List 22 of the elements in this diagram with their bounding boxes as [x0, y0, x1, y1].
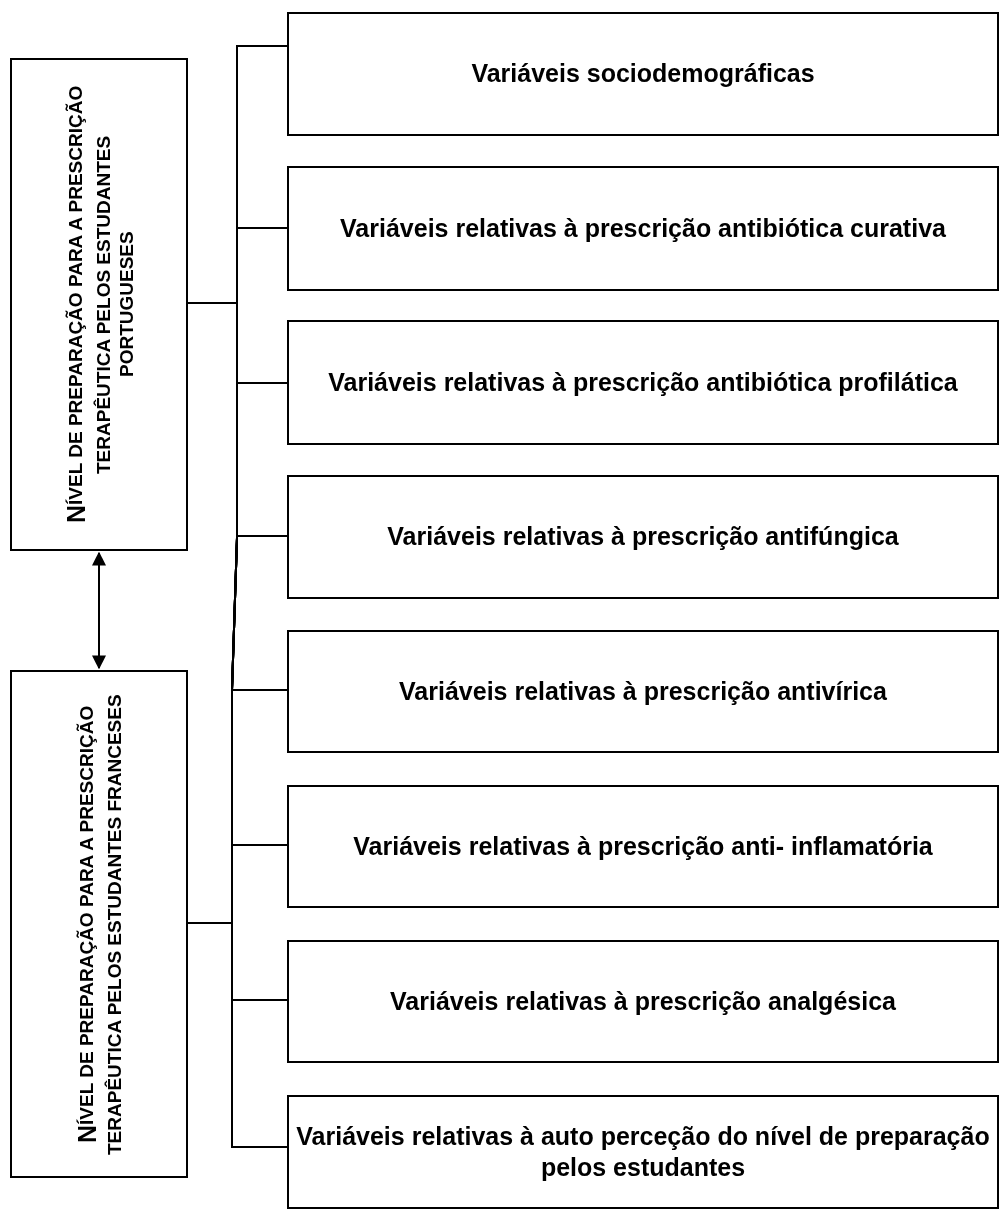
double-arrow	[92, 551, 106, 670]
variable-box	[287, 475, 999, 599]
box-label: Variáveis relativas à prescrição antifúngica	[386, 521, 900, 553]
vertical-title: NÍVEL DE PREPARAÇÃO PARA A PRESCRIÇÃO TERAPÊUTICA PELOS ESTUDANTES FRANCESES	[72, 692, 126, 1157]
box-label: Variáveis sociodemográficas	[470, 58, 816, 90]
variable-box	[287, 940, 999, 1063]
variable-box	[287, 320, 999, 445]
variable-box	[287, 1095, 999, 1209]
box-label: Variáveis relativas à prescrição antivírica	[398, 675, 888, 707]
variable-box	[287, 12, 999, 136]
vertical-title: NÍVEL DE PREPARAÇÃO PARA A PRESCRIÇÃO TERAPÊUTICA PELOS ESTUDANTES PORTUGUESES	[60, 84, 138, 526]
variable-box	[287, 785, 999, 908]
variable-box	[287, 166, 999, 291]
connector-line	[187, 922, 288, 1148]
box-label: Variáveis relativas à prescrição anti- inflamatória	[352, 830, 934, 862]
variable-box	[10, 670, 188, 1178]
box-label: Variáveis relativas à prescrição analgésica	[389, 985, 897, 1017]
variable-box	[287, 630, 999, 753]
box-label: Variáveis relativas à prescrição antibiótica profilática	[327, 366, 959, 398]
box-label: Variáveis relativas à prescrição antibiótica curativa	[339, 212, 947, 244]
variable-box	[10, 58, 188, 551]
box-label: Variáveis relativas à auto perceção do nível de preparação pelos estudantes	[295, 1120, 991, 1183]
